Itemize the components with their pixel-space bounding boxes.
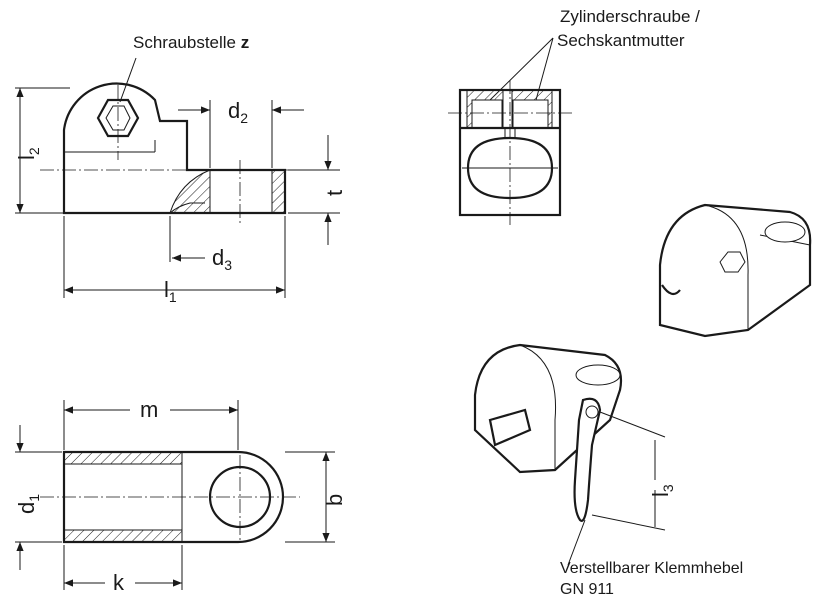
dim-l3: l3 [648,484,676,497]
callout-screw-type-1: Zylinderschraube / [560,7,700,26]
callout-screw-point: Schraubstelle z [133,33,249,52]
dim-l2: l2 [14,147,42,160]
side-view [15,57,340,298]
callout-lever-1: Verstellbarer Klemmhebel [560,560,743,577]
dim-k: k [113,570,125,595]
dim-d2: d2 [228,98,248,126]
dim-b: b [322,494,347,506]
dim-l1: l1 [164,277,177,305]
dim-t: t [322,190,347,196]
top-view [15,400,335,590]
side-view-body [62,82,287,215]
dim-d3: d3 [212,245,232,273]
dim-d1: d1 [14,494,42,514]
callout-lever-2: GN 911 [560,581,614,598]
callout-screw-type-2: Sechskantmutter [557,31,685,50]
dim-m: m [140,397,158,422]
front-view [448,37,572,225]
isometric-view [658,203,812,338]
isometric-lever-view [473,343,666,566]
lever-handle [573,397,602,522]
